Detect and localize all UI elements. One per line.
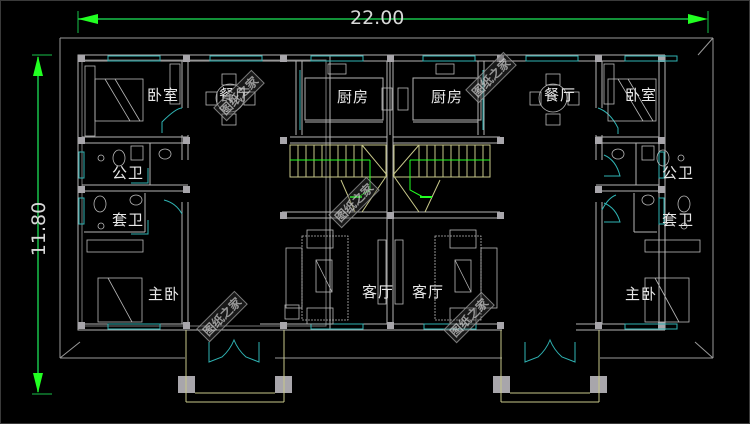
width-dimension-label: 22.00: [350, 7, 405, 29]
height-dimension-label: 11.80: [28, 201, 51, 257]
room-label-right-ensuite-bath: 套卫: [662, 211, 695, 229]
stair-direction: [290, 159, 490, 198]
doors: [131, 107, 621, 363]
vertical-dimension: [32, 54, 52, 395]
interior-walls-left: [82, 61, 387, 324]
room-label-right-public-bath: 公卫: [662, 164, 695, 182]
room-label-left-living: 客厅: [362, 283, 395, 301]
columns: [78, 55, 665, 393]
stairs: [289, 144, 491, 213]
eave-outline: [59, 37, 714, 359]
room-label-right-living: 客厅: [412, 283, 445, 301]
interior-walls-right: [389, 61, 659, 324]
room-label-right-master-bedroom: 主卧: [625, 285, 658, 303]
furniture: [84, 63, 701, 325]
room-label-left-dining: 餐厅: [219, 84, 251, 105]
room-label-left-ensuite-bath: 套卫: [112, 211, 145, 229]
room-label-left-kitchen: 厨房: [337, 88, 370, 106]
room-label-left-bedroom: 卧室: [147, 86, 180, 104]
room-label-left-master-bedroom: 主卧: [148, 285, 181, 303]
horizontal-dimension: [77, 11, 709, 33]
room-label-left-public-bath: 公卫: [112, 164, 145, 182]
room-label-right-bedroom: 卧室: [625, 86, 658, 104]
room-label-right-dining: 餐厅: [544, 86, 577, 104]
room-label-right-kitchen: 厨房: [431, 88, 464, 106]
porch: [185, 330, 600, 403]
